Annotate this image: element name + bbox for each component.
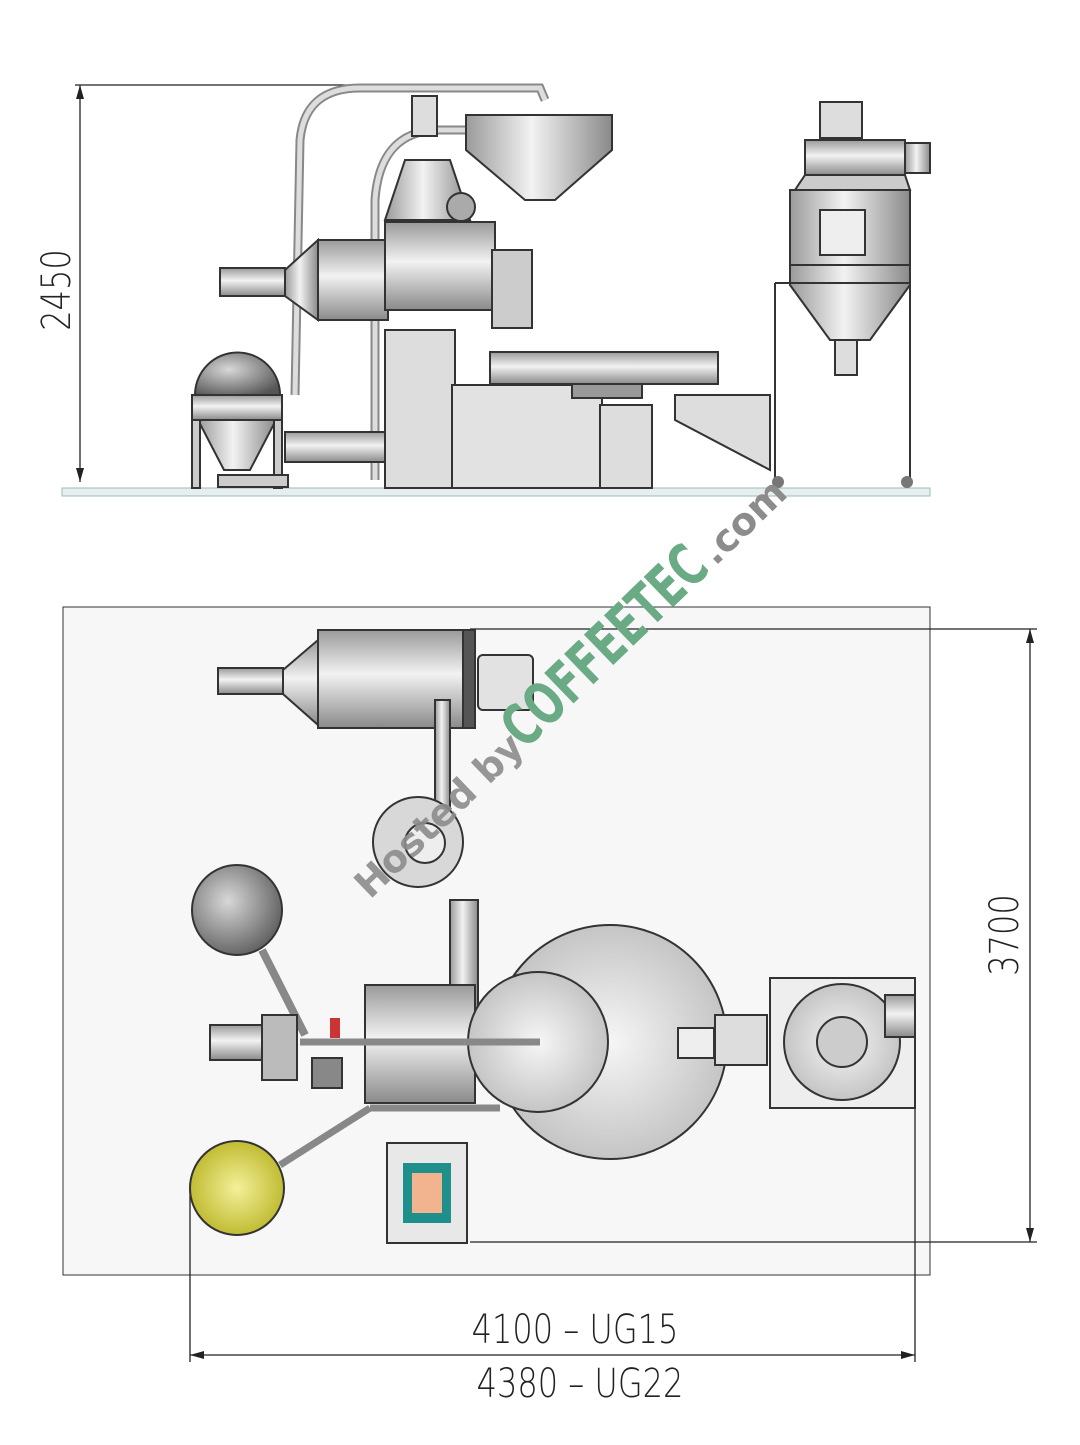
chaff-cyclone [772,101,931,488]
cooling-tray [489,351,771,472]
height-dimension-label: 2450 [32,249,79,330]
cyclone-inlet-pipe [284,431,386,463]
elevation-view [61,83,931,497]
depth-dimension-label: 3700 [980,894,1027,975]
plan-view [62,606,1037,1362]
destoner-plan [191,864,283,956]
svg-text:.com: .com [691,470,795,573]
width-ug15-label: 4100 – UG15 [472,1305,679,1352]
motor-plan [209,1014,343,1089]
cooling-cone-plan [189,1140,285,1236]
floor-line [61,487,931,497]
destoner-unit [191,351,289,489]
width-ug22-label: 4380 – UG22 [477,1359,684,1406]
roaster-body [219,95,653,489]
chaff-cyclone-plan [769,977,916,1109]
bean-hopper [465,114,613,201]
control-panel-plan [386,1142,468,1244]
roasting-drum-plan [217,629,534,729]
